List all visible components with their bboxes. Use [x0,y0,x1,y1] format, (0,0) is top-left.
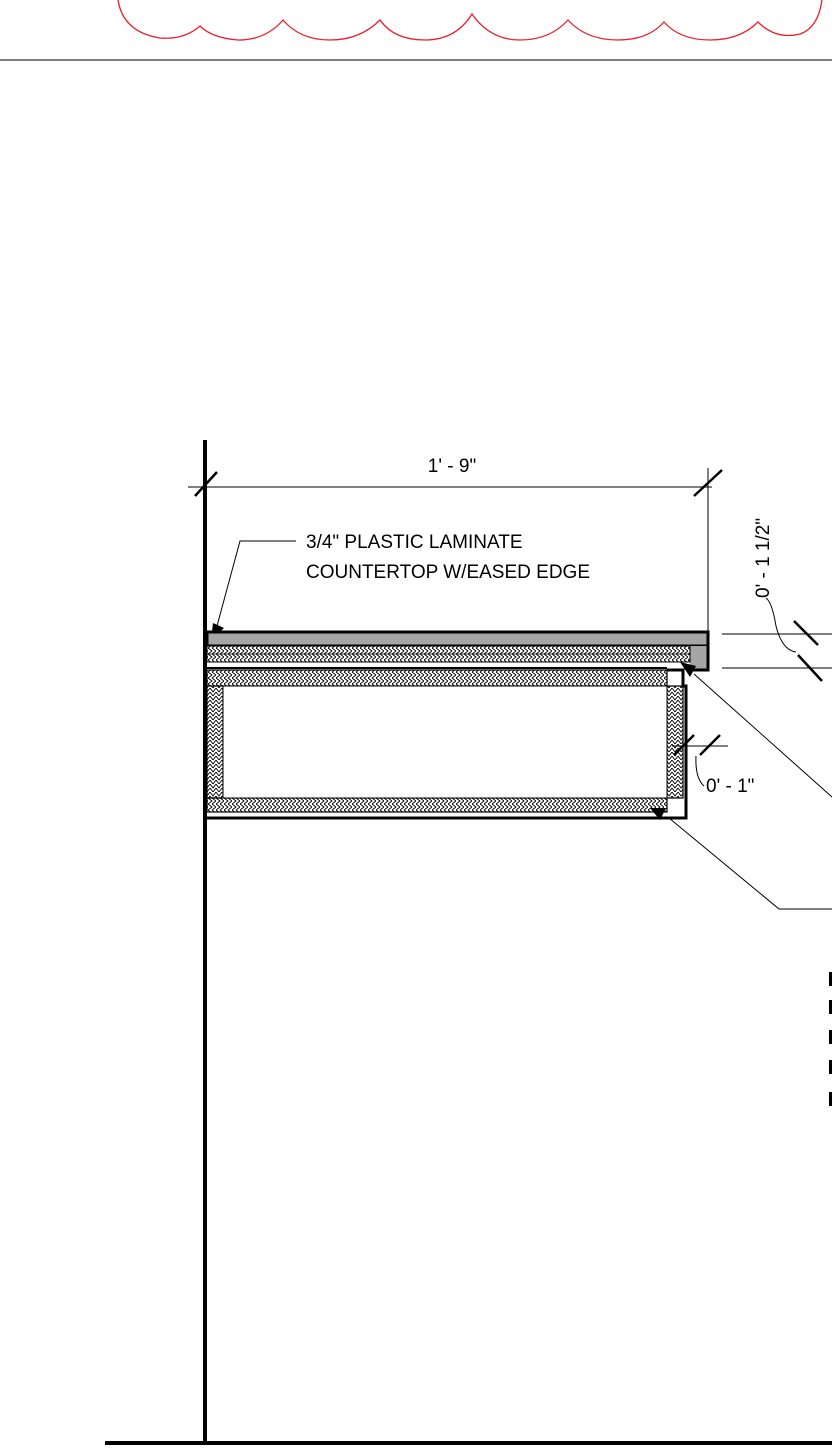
thickness-dimension-label: 0' - 1 1/2" [753,518,774,598]
right-leaders [650,662,832,910]
gap-dimension-label: 0' - 1" [706,776,754,797]
countertop-note: 3/4" PLASTIC LAMINATE COUNTERTOP W/EASED… [211,532,590,640]
cabinet-top-panel [206,669,668,687]
countertop-note-line1: 3/4" PLASTIC LAMINATE [306,532,523,553]
cabinet-interior [222,685,668,799]
cut-off-note-marks [829,972,832,1106]
countertop-note-line2: COUNTERTOP W/EASED EDGE [306,562,590,583]
cabinet-face-outline [207,668,688,820]
thickness-dimension: 0' - 1 1/2" [722,518,832,682]
depth-dimension: 1' - 9" [188,456,723,632]
laminate-countertop [205,630,710,648]
revision-cloud [117,0,823,41]
cabinet-right-panel [666,685,684,799]
countertop-edge-outline [690,632,710,672]
laminate-edge-return [690,646,708,670]
depth-dimension-label: 1' - 9" [428,456,476,477]
cabinet-bottom-panel [206,797,668,813]
gap-dimension: 0' - 1" [672,734,754,797]
cabinet-left-panel [206,685,224,799]
